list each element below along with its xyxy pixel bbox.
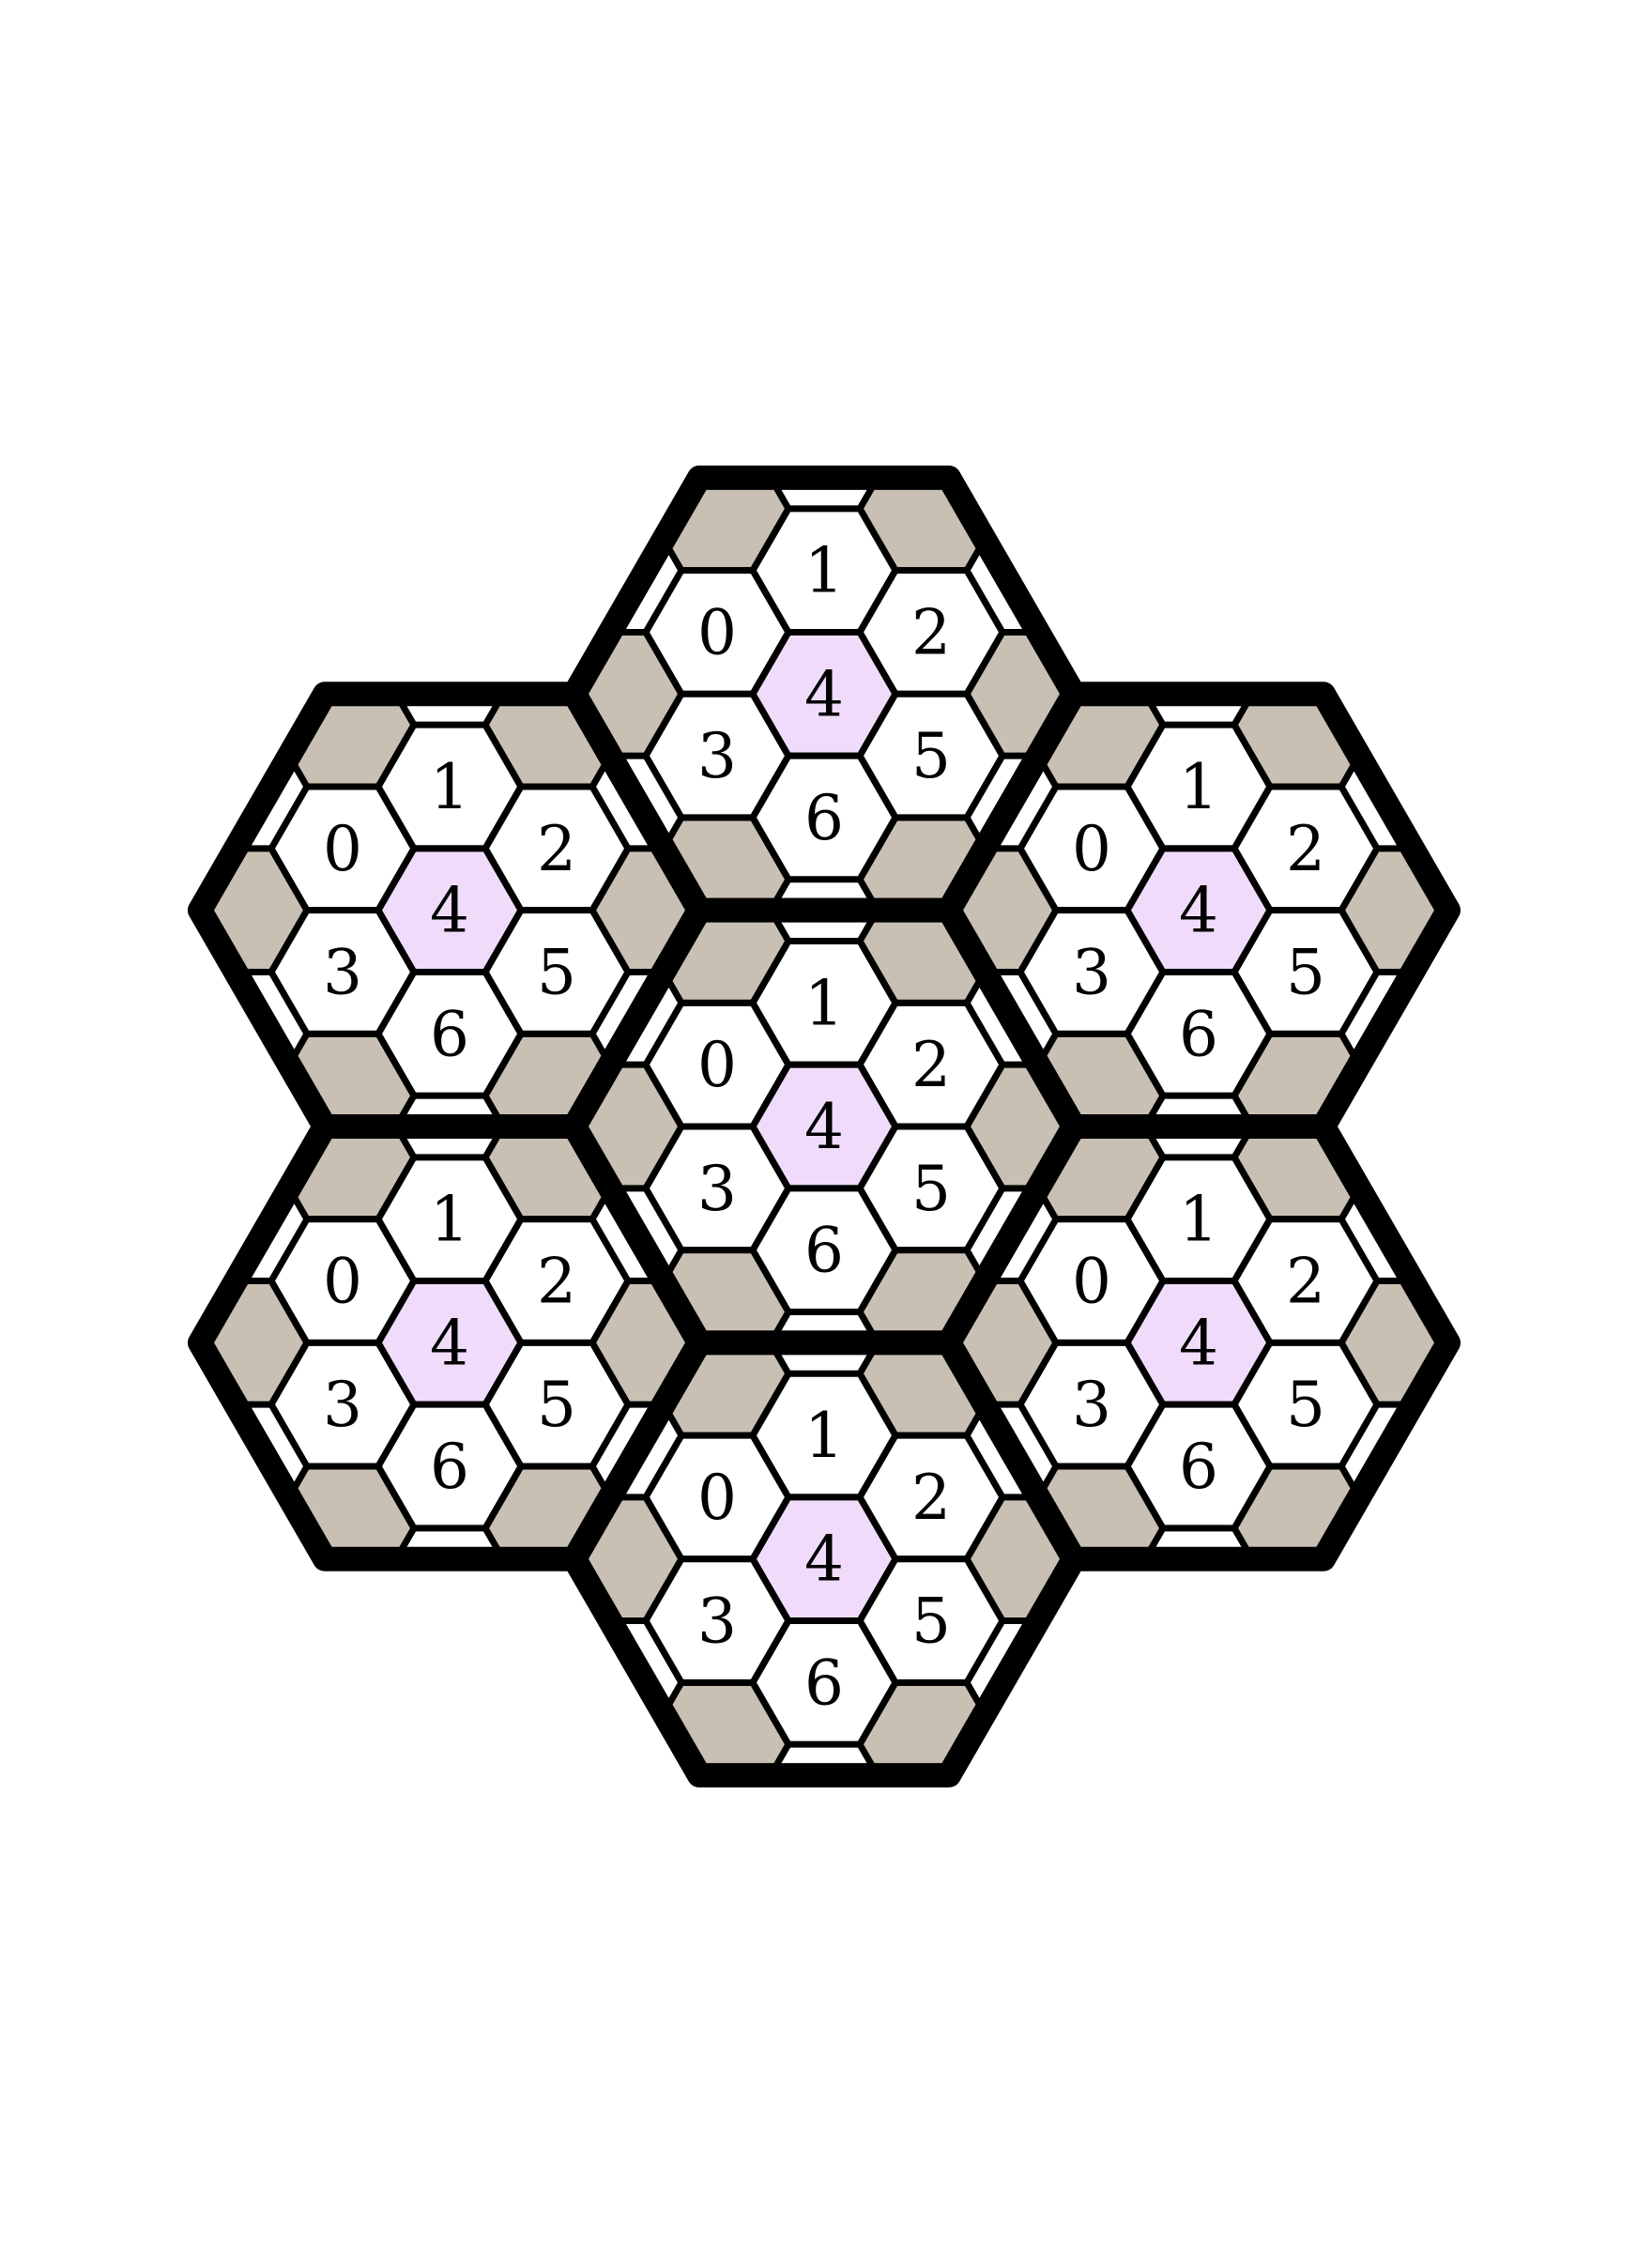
cell-label: 5 [911,720,951,792]
cell-label: 0 [323,1246,362,1318]
cell-label: 2 [1286,1246,1325,1318]
cell-label: 3 [323,936,362,1008]
cell-6[interactable]: 6 [749,1617,899,1748]
cell-6[interactable]: 6 [375,968,525,1099]
cell-label: 3 [1072,1369,1111,1441]
cell-shape [375,1401,525,1532]
cell-label: 2 [911,1462,951,1534]
cell-label: 1 [1179,751,1218,823]
cell-6[interactable]: 6 [749,752,899,883]
cell-label: 1 [430,751,469,823]
cell-label: 2 [1286,813,1325,885]
cell-label: 3 [697,1586,737,1658]
cell-label: 0 [1072,1246,1111,1318]
cell-1[interactable]: 1 [375,1154,525,1285]
cell-label: 4 [1179,1307,1218,1379]
cell-label: 3 [323,1369,362,1441]
cell-5[interactable]: 5 [482,907,632,1037]
cell-label: 4 [1179,875,1218,947]
cell-shape [1124,1401,1274,1532]
cell-label: 0 [1072,813,1111,885]
cell-label: 6 [430,998,469,1070]
cell-4[interactable]: 4 [1124,1278,1274,1408]
cell-label: 1 [430,1184,469,1256]
cell-3[interactable]: 3 [1017,907,1167,1037]
cell-3[interactable]: 3 [642,1556,792,1686]
cell-label: 3 [697,720,737,792]
cell-6[interactable]: 6 [375,1401,525,1532]
cell-6[interactable]: 6 [749,1185,899,1315]
cell-1[interactable]: 1 [375,721,525,852]
cell-4[interactable]: 4 [375,1278,525,1408]
cell-label: 4 [430,1307,469,1379]
cell-label: 0 [697,1029,737,1101]
cell-0[interactable]: 0 [642,567,792,697]
cell-label: 4 [804,658,844,730]
block-frame [562,1330,1086,1788]
cell-label: 5 [911,1586,951,1658]
cell-label: 6 [1179,998,1218,1070]
cell-label: 5 [911,1153,951,1225]
cell-5[interactable]: 5 [1231,1339,1381,1470]
cell-shape [749,1185,899,1315]
cell-label: 4 [804,1524,844,1596]
cell-label: 5 [537,1369,576,1441]
cell-label: 4 [430,875,469,947]
cell-1[interactable]: 1 [1124,1154,1274,1285]
cell-label: 0 [697,1462,737,1534]
cell-label: 6 [804,782,844,854]
cell-label: 2 [911,596,951,668]
cell-label: 0 [697,596,737,668]
cell-label: 1 [804,1400,844,1472]
cell-label: 6 [804,1647,844,1719]
cell-shape [749,1617,899,1748]
cell-label: 1 [804,967,844,1039]
cell-shape [1124,968,1274,1099]
cell-label: 6 [1179,1431,1218,1503]
cell-label: 5 [1286,936,1325,1008]
cell-label: 5 [537,936,576,1008]
cell-label: 2 [537,813,576,885]
cell-label: 1 [804,535,844,607]
cell-6[interactable]: 6 [1124,1401,1274,1532]
cell-shape [375,968,525,1099]
cell-label: 2 [537,1246,576,1318]
cell-label: 3 [1072,936,1111,1008]
cell-5[interactable]: 5 [856,1123,1006,1254]
cell-label: 1 [1179,1184,1218,1256]
cell-label: 3 [697,1153,737,1225]
cell-label: 2 [911,1029,951,1101]
cell-5[interactable]: 5 [1231,907,1381,1037]
cell-label: 6 [430,1431,469,1503]
cell-label: 6 [804,1215,844,1287]
cell-label: 4 [804,1091,844,1163]
cell-label: 5 [1286,1369,1325,1441]
cell-5[interactable]: 5 [482,1339,632,1470]
cell-4[interactable]: 4 [749,1494,899,1625]
cell-shape [749,752,899,883]
cell-label: 0 [323,813,362,885]
cell-6[interactable]: 6 [1124,968,1274,1099]
